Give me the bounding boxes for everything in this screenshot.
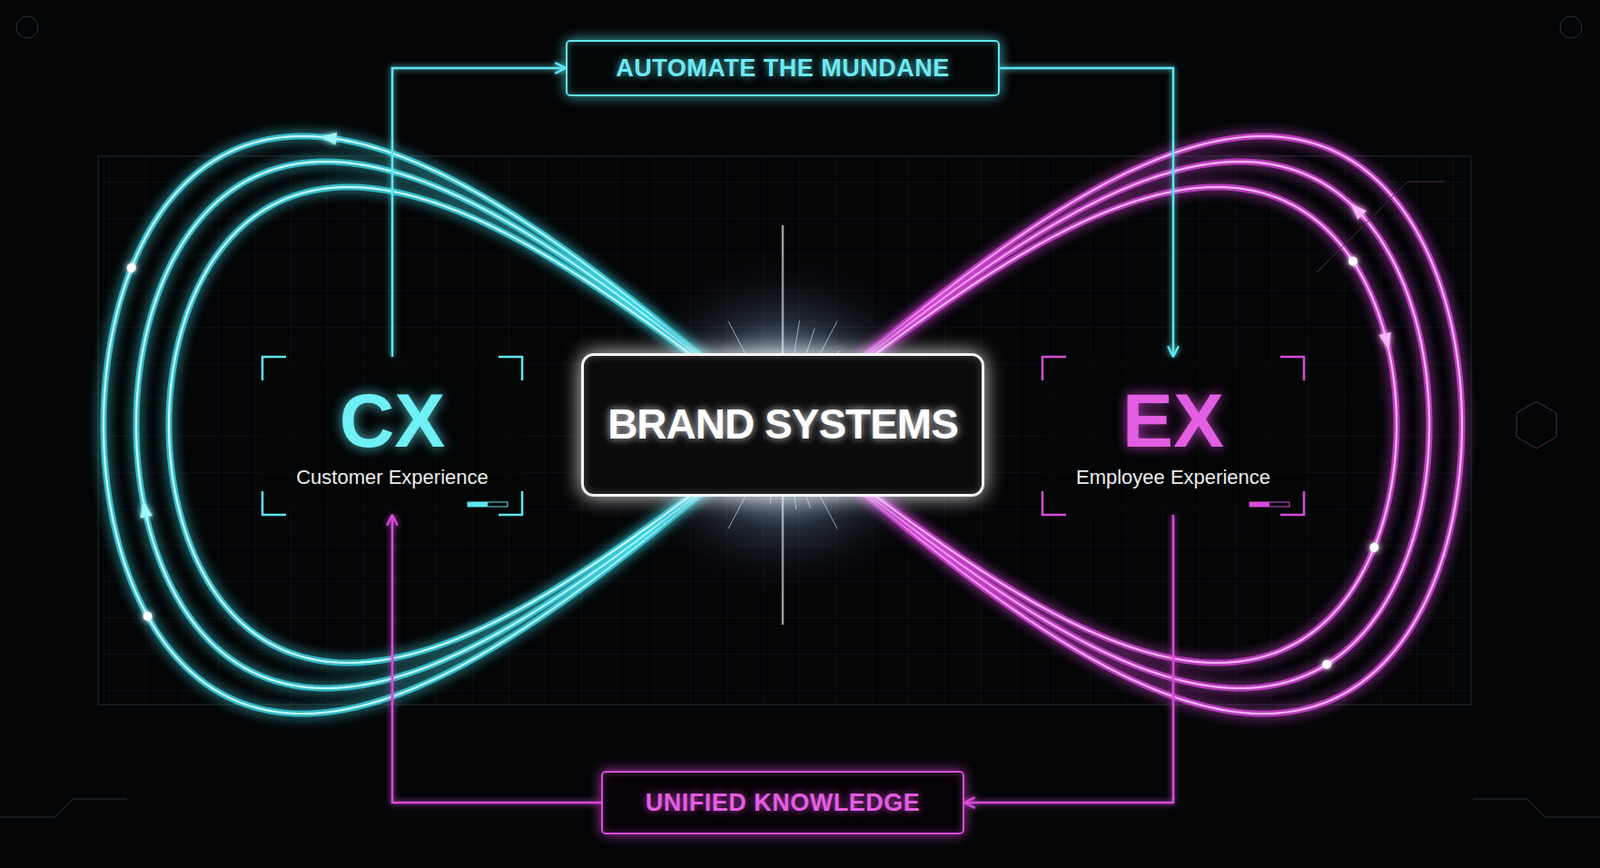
- flow-arrow: [1345, 198, 1367, 220]
- hud-bar-fill: [1249, 502, 1270, 507]
- hud-grid: [98, 156, 1472, 705]
- glow-dot: [143, 612, 153, 622]
- corner-bracket: [498, 356, 523, 381]
- hud-frame: [98, 156, 1472, 705]
- experience-box: EX Employee Experience: [1042, 356, 1304, 515]
- flow-arrow: [137, 499, 153, 518]
- glow-dot: [1369, 543, 1379, 553]
- corner-bracket: [1042, 491, 1067, 515]
- infinity-loop: [103, 130, 1462, 714]
- node-subtitle: Employee Experience: [1076, 465, 1271, 490]
- corner-bracket: [262, 356, 287, 381]
- corner-bracket: [498, 491, 523, 515]
- glow-dot: [127, 263, 137, 273]
- node-title: EX: [1122, 382, 1225, 459]
- corner-bracket: [1280, 356, 1304, 381]
- experience-box: CX Customer Experience: [262, 356, 523, 515]
- hud-bar-fill: [467, 502, 488, 507]
- flow-connector: [392, 68, 566, 357]
- flow-arrow: [1378, 332, 1395, 352]
- node-title: UNIFIED KNOWLEDGE: [645, 788, 921, 818]
- glow-dot: [1348, 256, 1358, 267]
- core-box: BRAND SYSTEMS: [581, 353, 985, 497]
- node-title: BRAND SYSTEMS: [607, 399, 959, 450]
- hud-bar: [1249, 502, 1290, 507]
- flow-arrow: [319, 130, 337, 146]
- glow-dot: [1322, 660, 1332, 670]
- flow-connector: [999, 68, 1174, 357]
- corner-bracket: [1280, 491, 1304, 515]
- flow-connector: [392, 514, 602, 803]
- node-title: CX: [339, 382, 446, 459]
- hud-bar: [467, 502, 508, 507]
- node-subtitle: Customer Experience: [296, 465, 489, 490]
- process-box: AUTOMATE THE MUNDANE: [565, 39, 1000, 97]
- process-box: UNIFIED KNOWLEDGE: [601, 770, 965, 835]
- flow-connector: [964, 514, 1174, 803]
- node-title: AUTOMATE THE MUNDANE: [615, 53, 950, 83]
- starburst: [601, 225, 965, 625]
- corner-bracket: [262, 491, 287, 515]
- corner-bracket: [1042, 356, 1067, 381]
- hud-marks: [0, 16, 1600, 818]
